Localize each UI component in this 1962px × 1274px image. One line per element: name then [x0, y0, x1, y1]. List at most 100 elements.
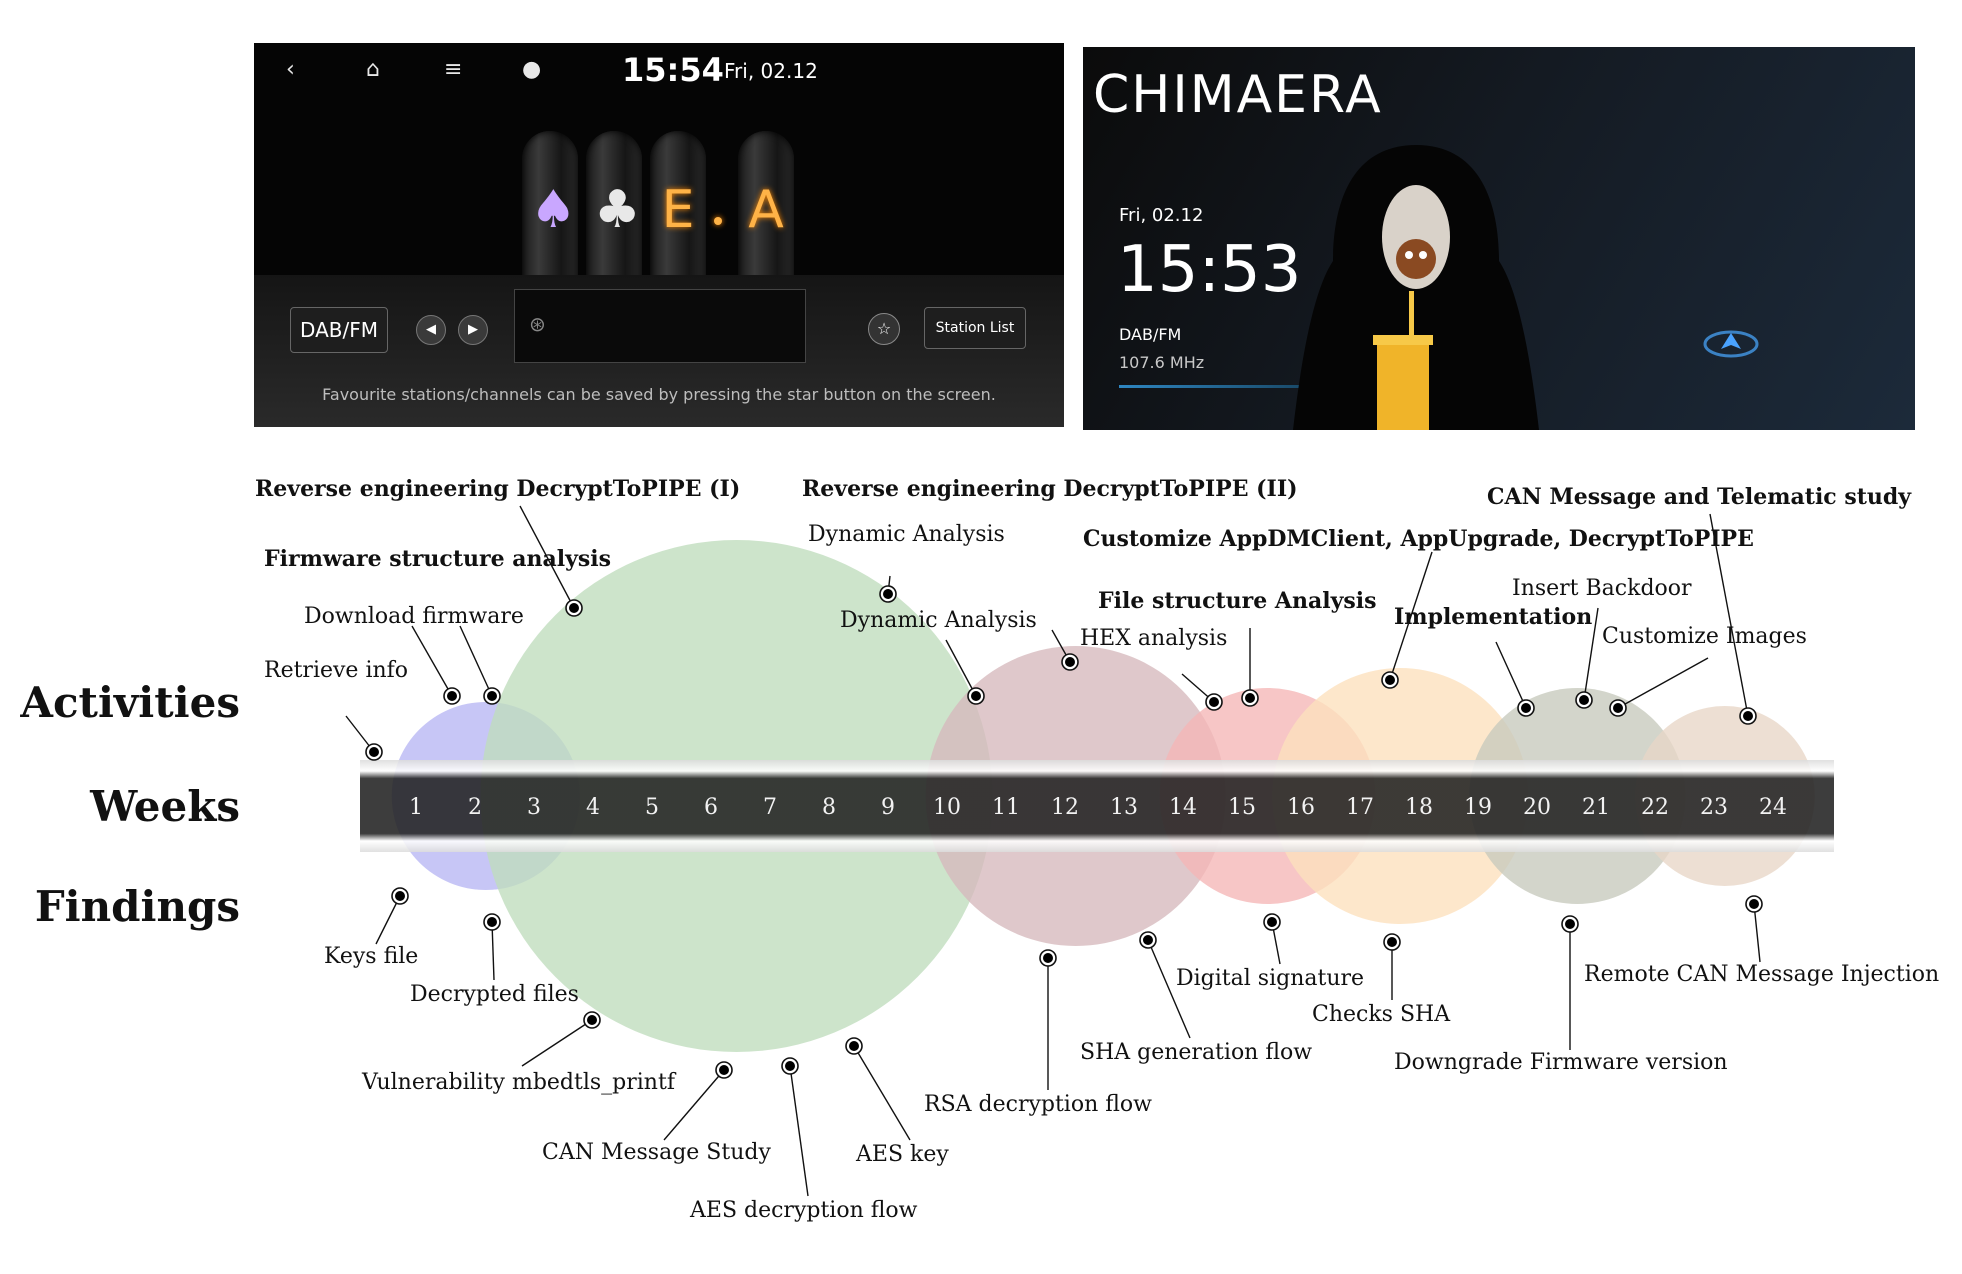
- week-number: 15: [1228, 795, 1256, 820]
- leader-line: [663, 1069, 725, 1141]
- week-number: 5: [645, 795, 659, 820]
- station-list-button[interactable]: Station List: [924, 307, 1026, 349]
- favourite-hint: Favourite stations/channels can be saved…: [322, 385, 996, 404]
- week-number: 19: [1464, 795, 1492, 820]
- leader-line: [1147, 939, 1191, 1039]
- marker-dot-core: [719, 1065, 729, 1075]
- activity-label: CAN Message and Telematic study: [1487, 484, 1912, 510]
- radio-control-bar: DAB/FM ◀ ▶ ⊛ ☆ Station List Favourite st…: [254, 275, 1064, 427]
- marker-dot-core: [1245, 693, 1255, 703]
- row-label-activities: Activities: [20, 678, 240, 727]
- marker-dot-core: [1387, 937, 1397, 947]
- marker-dot-core: [1521, 703, 1531, 713]
- activity-label: Customize AppDMClient, AppUpgrade, Decry…: [1083, 526, 1754, 552]
- backdoor-title: CHIMAERA: [1093, 65, 1383, 125]
- antenna-icon: ⊛: [529, 312, 546, 336]
- favourite-star-icon[interactable]: ☆: [868, 313, 900, 345]
- tube-glyph-1: ♠: [530, 180, 577, 240]
- marker-dot-core: [971, 691, 981, 701]
- mic-icon[interactable]: ●: [522, 57, 542, 82]
- next-station-icon[interactable]: ▶: [458, 315, 488, 345]
- row-label-findings: Findings: [34, 882, 240, 931]
- marker-dot-core: [785, 1061, 795, 1071]
- week-number: 4: [586, 795, 600, 820]
- date: Fri, 02.12: [1119, 205, 1204, 226]
- leader-line: [375, 895, 401, 945]
- week-number: 3: [527, 795, 541, 820]
- week-number: 2: [468, 795, 482, 820]
- activity-label: Insert Backdoor: [1512, 576, 1692, 601]
- week-number: 17: [1346, 795, 1374, 820]
- activity-label: Implementation: [1394, 604, 1593, 630]
- tube-glyph-2: ♣: [594, 180, 641, 240]
- leader-line: [1753, 903, 1761, 963]
- week-number: 6: [704, 795, 718, 820]
- clock: 15:53: [1117, 233, 1302, 307]
- week-number: 23: [1700, 795, 1728, 820]
- status-bar: ‹ ⌂ ≡ ● 15:54 Fri, 02.12: [254, 43, 1064, 99]
- finding-label: SHA generation flow: [1080, 1040, 1313, 1065]
- tube-glyph-4: A: [748, 180, 784, 240]
- marker-dot-core: [587, 1015, 597, 1025]
- week-number: 14: [1169, 795, 1197, 820]
- back-icon[interactable]: ‹: [286, 57, 295, 82]
- tube-dot: [714, 217, 722, 225]
- marker-dot-core: [487, 691, 497, 701]
- week-number: 21: [1582, 795, 1610, 820]
- activity-label: Reverse engineering DecryptToPIPE (II): [802, 476, 1298, 502]
- marker-dot-core: [1749, 899, 1759, 909]
- marker-dot-core: [1385, 675, 1395, 685]
- clock: 15:54: [622, 51, 724, 89]
- date: Fri, 02.12: [724, 59, 818, 83]
- week-number: 1: [409, 795, 423, 820]
- week-number: 20: [1523, 795, 1551, 820]
- week-number: 22: [1641, 795, 1669, 820]
- activity-label: Customize Images: [1602, 624, 1807, 649]
- marker-dot-core: [369, 747, 379, 757]
- activity-label: HEX analysis: [1080, 626, 1228, 651]
- leader-line: [1389, 551, 1433, 681]
- marker-dot-core: [1613, 703, 1623, 713]
- week-number: 13: [1110, 795, 1138, 820]
- marker-dot-core: [487, 917, 497, 927]
- marker-dot-core: [1743, 711, 1753, 721]
- previous-station-icon[interactable]: ◀: [416, 315, 446, 345]
- marker-dot-core: [1579, 695, 1589, 705]
- marker-dot-core: [1143, 935, 1153, 945]
- activity-label: Dynamic Analysis: [840, 608, 1037, 633]
- marker-dot-core: [1565, 919, 1575, 929]
- marker-dot-core: [569, 603, 579, 613]
- leader-line: [1495, 641, 1527, 709]
- finding-label: RSA decryption flow: [924, 1092, 1153, 1117]
- week-number: 18: [1405, 795, 1433, 820]
- week-number: 11: [992, 795, 1020, 820]
- leader-line: [1583, 607, 1599, 701]
- week-number: 10: [933, 795, 961, 820]
- home-icon[interactable]: ⌂: [366, 57, 380, 82]
- finding-label: AES decryption flow: [690, 1198, 918, 1223]
- week-number: 7: [763, 795, 777, 820]
- infotainment-screen-radio: ‹ ⌂ ≡ ● 15:54 Fri, 02.12 ♠ ♣ E A DAB/FM …: [254, 43, 1064, 427]
- infotainment-screen-backdoor: CHIMAERA Fri, 02.12 15:53 DAB/FM 107.6 M…: [1083, 47, 1915, 430]
- leader-line: [411, 625, 453, 697]
- activity-label: Download firmware: [304, 604, 524, 629]
- leader-line: [853, 1045, 911, 1141]
- week-number: 24: [1759, 795, 1787, 820]
- marker-dot-core: [1065, 657, 1075, 667]
- leader-line: [1617, 657, 1709, 709]
- leader-line: [519, 505, 575, 609]
- tube-glyph-3: E: [661, 180, 695, 240]
- source-button[interactable]: DAB/FM: [290, 307, 388, 353]
- leader-line: [1709, 513, 1749, 717]
- finding-label: Downgrade Firmware version: [1394, 1050, 1728, 1075]
- activity-label: File structure Analysis: [1098, 588, 1377, 614]
- activity-label: Reverse engineering DecryptToPIPE (I): [255, 476, 741, 502]
- leader-line: [789, 1065, 809, 1197]
- activity-label: Firmware structure analysis: [264, 546, 611, 572]
- menu-icon[interactable]: ≡: [444, 57, 463, 82]
- marker-dot-core: [883, 589, 893, 599]
- finding-label: Checks SHA: [1312, 1002, 1451, 1027]
- marker-dot-core: [1267, 917, 1277, 927]
